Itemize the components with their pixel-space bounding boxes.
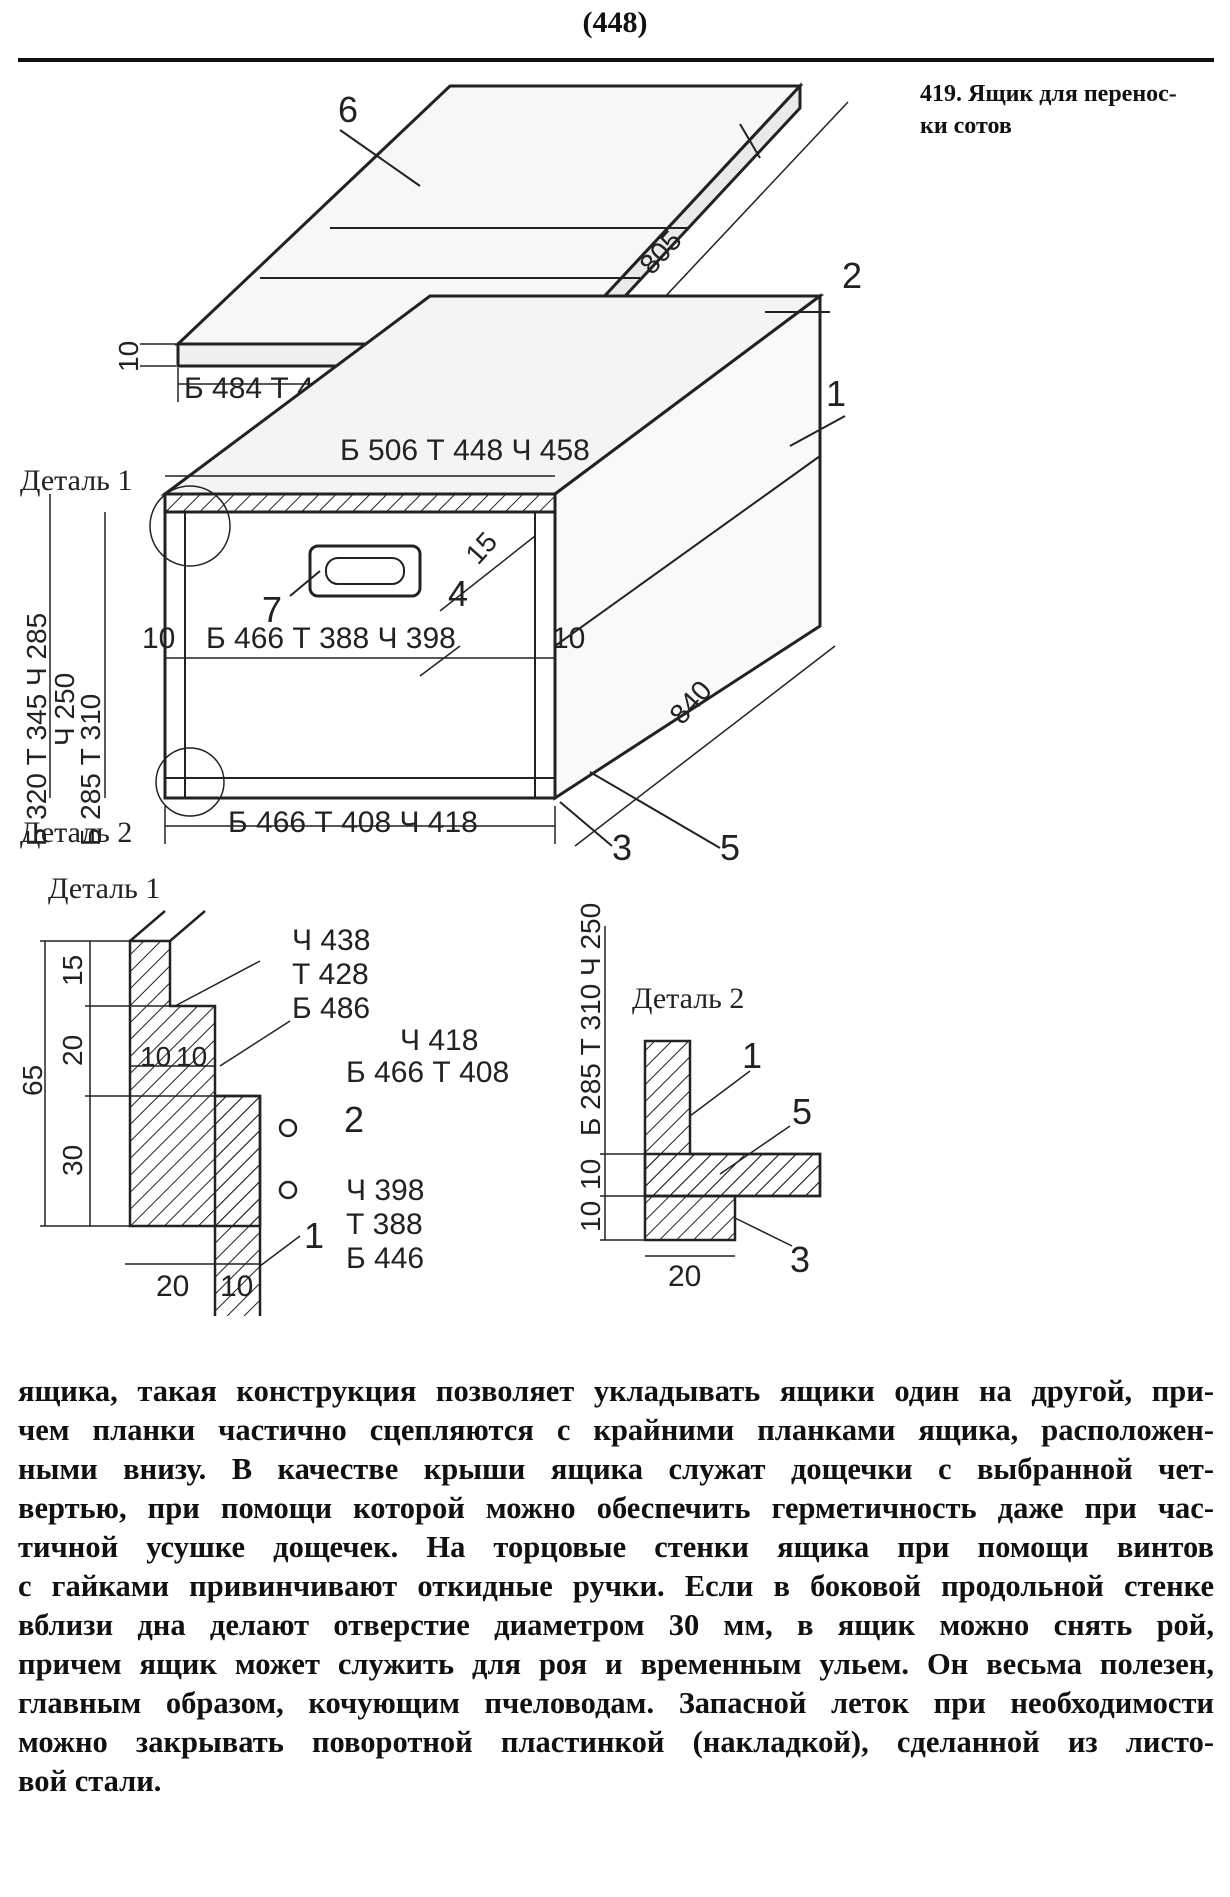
detail-2-part-5: 5: [792, 1091, 812, 1132]
detail-1-part-2: 2: [344, 1099, 364, 1140]
top-width-dim: Б 506 Т 448 Ч 458: [340, 434, 590, 467]
detail-1-ch418: Ч 418: [400, 1024, 478, 1057]
inner-width-dim: Б 466 Т 388 Ч 398: [206, 622, 456, 655]
detail-1-d10b: 10: [176, 1041, 207, 1072]
body-line: тичной усушке дощечек. На торцовые стенк…: [18, 1530, 1214, 1564]
body-text: ящика, такая конструкция позволяет уклад…: [18, 1372, 1214, 1801]
height-inner-ch-dim: Ч 250: [49, 673, 80, 746]
detail-2-part-1: 1: [742, 1035, 762, 1076]
detail-2-dimension-lines: [600, 926, 793, 1257]
part-4-label: 4: [448, 573, 468, 614]
part-7-label: 7: [262, 589, 282, 630]
detail-1-ch398: Ч 398: [346, 1174, 424, 1207]
drawing-svg: 6 805 10 Б 484 Т 426 Ч 436 Деталь 1 Дета…: [17, 82, 862, 1316]
detail-2-vert-dims: Б 285 Т 310 Ч 250: [575, 903, 606, 1136]
body-line: вблизи дна делают отверстие диаметром 30…: [18, 1608, 1214, 1642]
height-outer-dim: Б 320 Т 345 Ч 285: [21, 613, 52, 846]
side-right-dim: 10: [552, 622, 585, 655]
detail-2-part-3: 3: [790, 1239, 810, 1280]
detail-1-d20: 20: [57, 1035, 88, 1066]
technical-drawing: 6 805 10 Б 484 Т 426 Ч 436 Деталь 1 Дета…: [0, 66, 1230, 1316]
detail-1-t428: Т 428: [292, 958, 369, 991]
box-dimension-lines: [49, 475, 836, 847]
detail-2-title: Деталь 2: [632, 982, 744, 1015]
side-left-dim: 10: [142, 622, 175, 655]
body-line: ными внизу. В качестве крыши ящика служа…: [18, 1452, 1214, 1486]
body-line: можно закрывать поворотной пластинкой (н…: [18, 1725, 1214, 1759]
body-line: ящика, такая конструкция позволяет уклад…: [18, 1374, 1214, 1408]
detail-2-section: [643, 1039, 822, 1242]
detail-2-d10a: 10: [575, 1159, 606, 1190]
detail-1-dimension-lines: [40, 940, 301, 1267]
detail-1-d30: 30: [57, 1145, 88, 1176]
caption-line1: Ящик для перенос-: [968, 81, 1177, 107]
detail-1-ch438: Ч 438: [292, 924, 370, 957]
detail-2-callout: Деталь 2: [20, 816, 132, 849]
bottom-width-dim: Б 466 Т 408 Ч 418: [228, 806, 478, 839]
detail-1-d10c: 10: [220, 1270, 253, 1303]
detail-1-b486: Б 486: [292, 992, 370, 1025]
body-line: вертью, при помощи которой можно обеспеч…: [18, 1491, 1214, 1525]
part-2-label: 2: [842, 255, 862, 296]
detail-1-title: Деталь 1: [48, 872, 160, 905]
detail-1-section: [128, 910, 262, 1316]
part-6-label: 6: [338, 89, 358, 130]
detail-1-d20b: 20: [156, 1270, 189, 1303]
body-line: с гайками привинчивают откидные ручки. Е…: [18, 1569, 1214, 1603]
header-rule: [18, 58, 1214, 62]
detail-1-b446: Б 446: [346, 1242, 424, 1275]
detail-1-b466t408: Б 466 Т 408: [346, 1056, 509, 1089]
detail-1-callout: Деталь 1: [20, 464, 132, 497]
height-inner-dim: Б 285 Т 310: [75, 694, 106, 846]
detail-2-d10b: 10: [575, 1201, 606, 1232]
body-line: причем ящик может служить для роя и врем…: [18, 1647, 1214, 1681]
detail-1-t388: Т 388: [346, 1208, 423, 1241]
part-3-label: 3: [612, 827, 632, 868]
detail-2-d20: 20: [668, 1260, 701, 1293]
page-number: (448): [582, 6, 648, 39]
body-line: чем планки частично сцепляются с крайним…: [18, 1413, 1214, 1447]
detail-1-d65: 65: [17, 1065, 48, 1096]
part-5-label: 5: [720, 827, 740, 868]
caption-line2: ки сотов: [920, 113, 1012, 139]
caption-number: 419.: [920, 81, 962, 107]
figure-caption: 419. Ящик для перенос- ки сотов: [920, 78, 1220, 142]
box-body: [160, 293, 830, 801]
detail-1-part-1: 1: [304, 1215, 324, 1256]
detail-1-d15: 15: [57, 955, 88, 986]
detail-1-d10a: 10: [140, 1041, 171, 1072]
lid-thickness-dim: 10: [113, 341, 144, 372]
body-line: главным образом, кочующим пчеловодам. За…: [18, 1686, 1214, 1720]
part-1-label: 1: [826, 373, 846, 414]
body-line: вой стали.: [18, 1764, 162, 1798]
